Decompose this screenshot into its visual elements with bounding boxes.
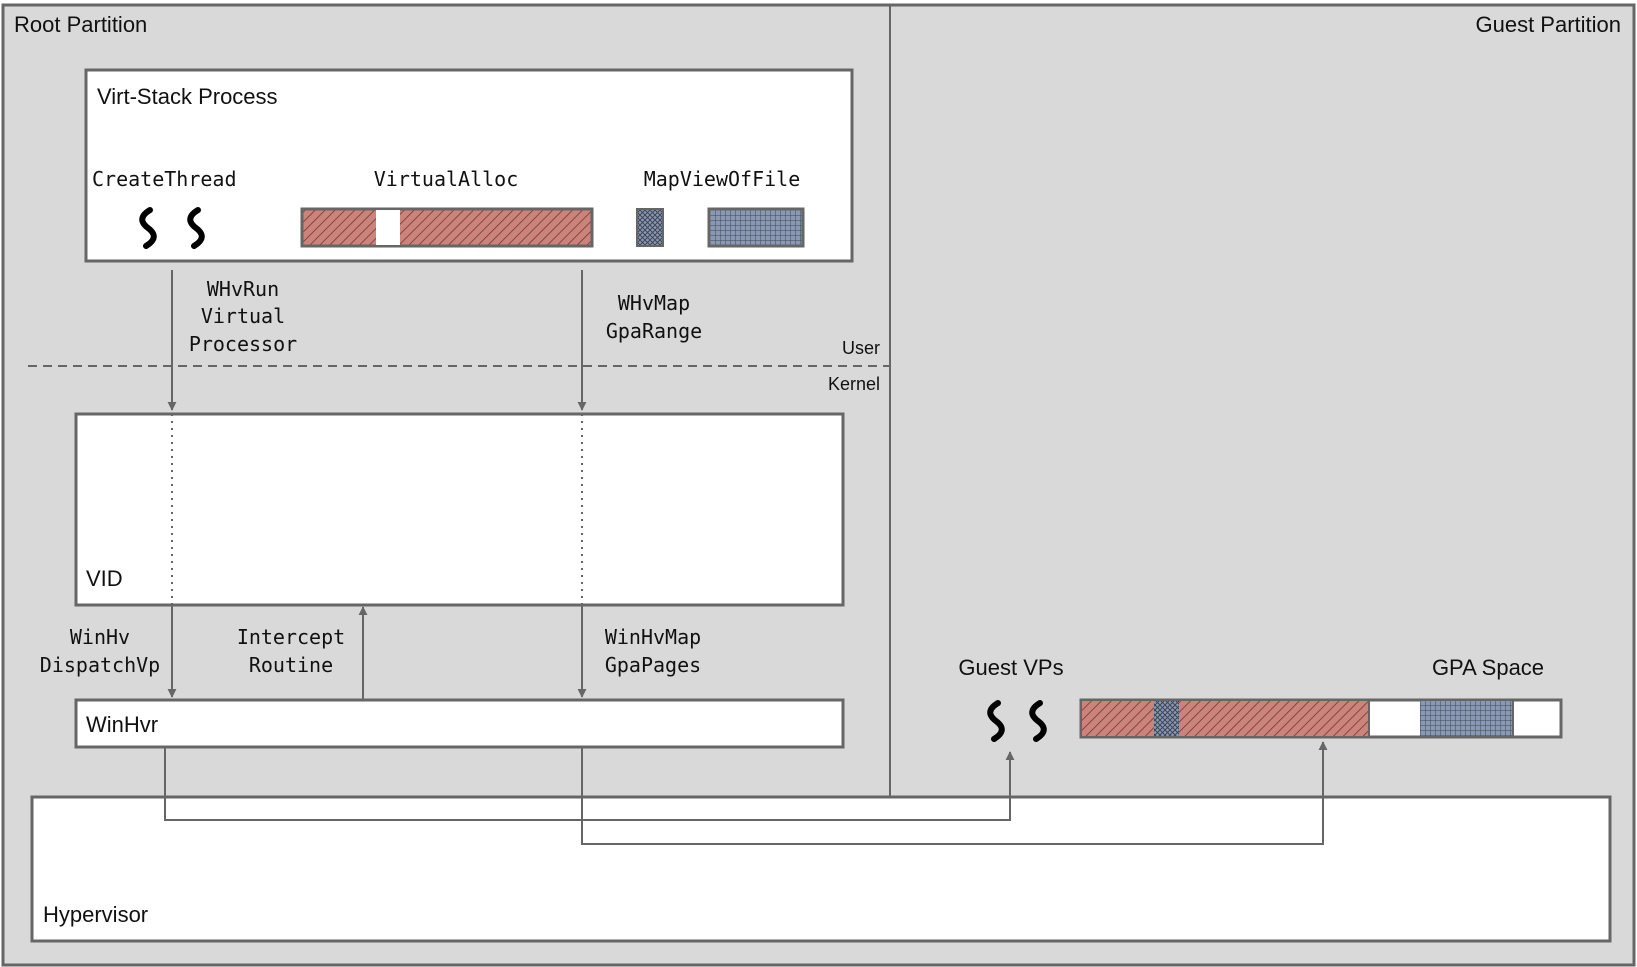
gpa-space-label: GPA Space bbox=[1432, 655, 1544, 680]
gpa-space-connector bbox=[581, 741, 1328, 845]
kernel-mode-label: Kernel bbox=[828, 374, 880, 394]
intercept-label-line-2: Routine bbox=[249, 653, 333, 677]
user-mode-label: User bbox=[842, 338, 880, 358]
root-partition-label: Root Partition bbox=[14, 12, 147, 37]
whv-run-label-line-3: Processor bbox=[189, 332, 297, 356]
mapped-file-view-block bbox=[707, 207, 805, 248]
map-view-of-file-label: MapViewOfFile bbox=[644, 167, 801, 191]
thread-icon bbox=[139, 207, 157, 249]
winhv-dispatch-label-line-2: DispatchVp bbox=[40, 653, 160, 677]
virtual-alloc-label: VirtualAlloc bbox=[374, 167, 519, 191]
guest-vp-connector bbox=[164, 747, 1015, 821]
guest-partition-label: Guest Partition bbox=[1475, 12, 1621, 37]
unallocated-gap bbox=[376, 210, 400, 245]
vid-box bbox=[74, 412, 845, 607]
winhv-dispatch-label-line-1: WinHv bbox=[70, 625, 130, 649]
gpa-mapped-file-region bbox=[1420, 701, 1513, 736]
virtual-alloc-memory-bar bbox=[300, 207, 594, 248]
winhvr-label: WinHvr bbox=[86, 712, 158, 737]
create-thread-label: CreateThread bbox=[92, 167, 237, 191]
whv-map-label-line-2: GpaRange bbox=[606, 319, 702, 343]
winhvr-box bbox=[74, 698, 845, 749]
guest-vp-icon bbox=[987, 700, 1005, 742]
whv-map-label-line-1: WHvMap bbox=[618, 291, 690, 315]
winhv-map-label-line-2: GpaPages bbox=[605, 653, 701, 677]
intercept-label-line-1: Intercept bbox=[237, 625, 345, 649]
thread-icon bbox=[187, 207, 205, 249]
vid-label: VID bbox=[86, 566, 123, 591]
hypervisor-label: Hypervisor bbox=[43, 902, 148, 927]
hypervisor-box bbox=[30, 795, 1612, 943]
whv-run-label-line-1: WHvRun bbox=[207, 277, 279, 301]
guest-vp-icon bbox=[1029, 700, 1047, 742]
winhv-map-label-line-1: WinHvMap bbox=[605, 625, 701, 649]
mapped-file-small-block bbox=[636, 208, 664, 247]
guest-vps-label: Guest VPs bbox=[958, 655, 1063, 680]
virt-stack-process-title: Virt-Stack Process bbox=[97, 84, 278, 109]
gpa-small-mapped-block bbox=[1154, 701, 1179, 736]
whv-run-label-line-2: Virtual bbox=[201, 304, 285, 328]
gpa-allocated-region bbox=[1082, 701, 1369, 736]
